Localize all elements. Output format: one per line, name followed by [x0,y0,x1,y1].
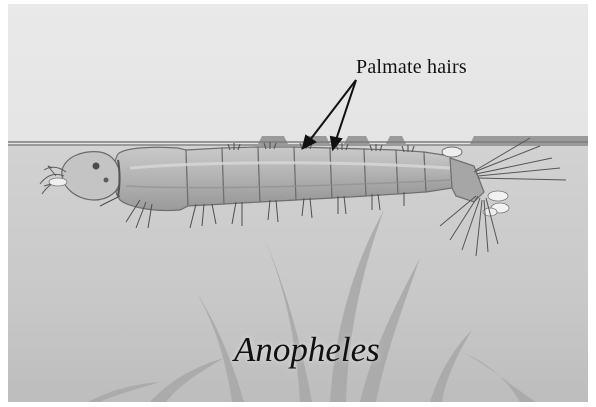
palmate-hairs-label: Palmate hairs [356,56,467,79]
genus-label: Anopheles [234,330,380,370]
